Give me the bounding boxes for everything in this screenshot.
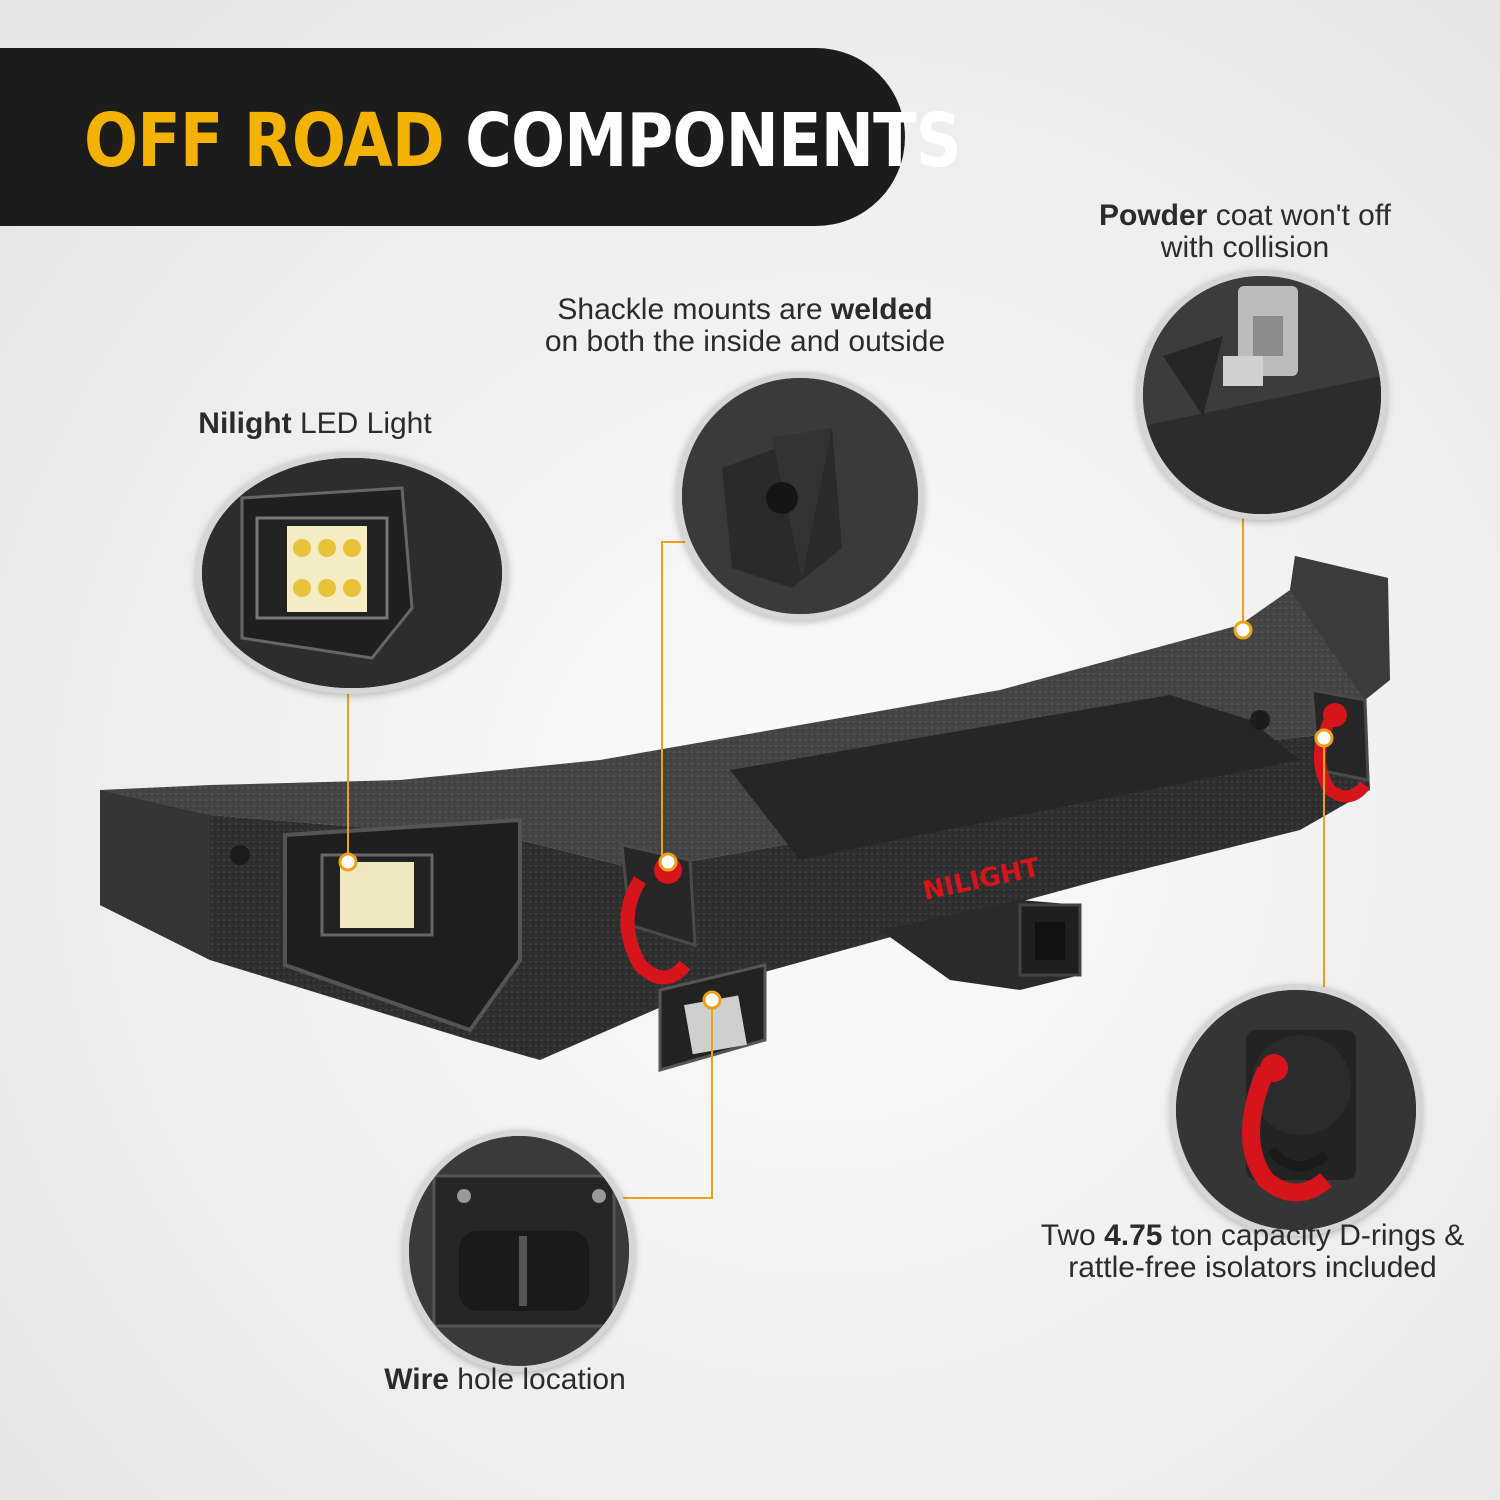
title-banner <box>0 48 905 226</box>
callout-drings-rest: ton capacity D-rings & <box>1162 1219 1465 1252</box>
callout-shackle-mounts: Shackle mounts are welded on both the in… <box>520 294 970 358</box>
callout-led-light: Nilight LED Light <box>170 408 460 440</box>
callout-led-bold: Nilight <box>198 407 292 440</box>
callout-wire-hole: Wire hole location <box>360 1364 650 1396</box>
page-title: OFF ROAD COMPONENTS <box>84 96 961 186</box>
callout-drings-pre: Two <box>1040 1219 1105 1252</box>
led-light-zoom <box>196 452 508 694</box>
callout-drings-bold: 4.75 <box>1104 1219 1163 1252</box>
title-accent-word: OFF ROAD <box>84 98 445 184</box>
callout-powder-bold: Powder <box>1099 199 1208 232</box>
powder-coat-zoom <box>1137 270 1387 520</box>
callout-shackle-line2: on both the inside and outside <box>544 325 946 358</box>
callout-powder-line2: with collision <box>1160 231 1330 264</box>
led-light-icon <box>202 458 502 688</box>
wire-hole-icon <box>409 1136 629 1366</box>
callout-wire-bold: Wire <box>384 1363 449 1396</box>
shackle-mount-icon <box>682 378 918 614</box>
callout-wire-rest: hole location <box>448 1363 626 1396</box>
callout-led-rest: LED Light <box>291 407 432 440</box>
d-ring-zoom <box>1170 984 1422 1236</box>
callout-drings-line2: rattle-free isolators included <box>1068 1251 1437 1284</box>
wrench-icon <box>1143 276 1381 514</box>
d-ring-icon <box>1176 990 1416 1230</box>
callout-d-rings: Two 4.75 ton capacity D-rings & rattle-f… <box>1030 1220 1475 1284</box>
callout-powder-rest: coat won't off <box>1207 199 1391 232</box>
callout-shackle-pre: Shackle mounts are <box>557 293 831 326</box>
callout-shackle-bold: welded <box>830 293 933 326</box>
shackle-mount-zoom <box>676 372 924 620</box>
wire-hole-zoom <box>403 1130 635 1372</box>
title-main-word: COMPONENTS <box>443 98 961 184</box>
callout-powder-coat: Powder coat won't off with collision <box>1050 200 1440 264</box>
